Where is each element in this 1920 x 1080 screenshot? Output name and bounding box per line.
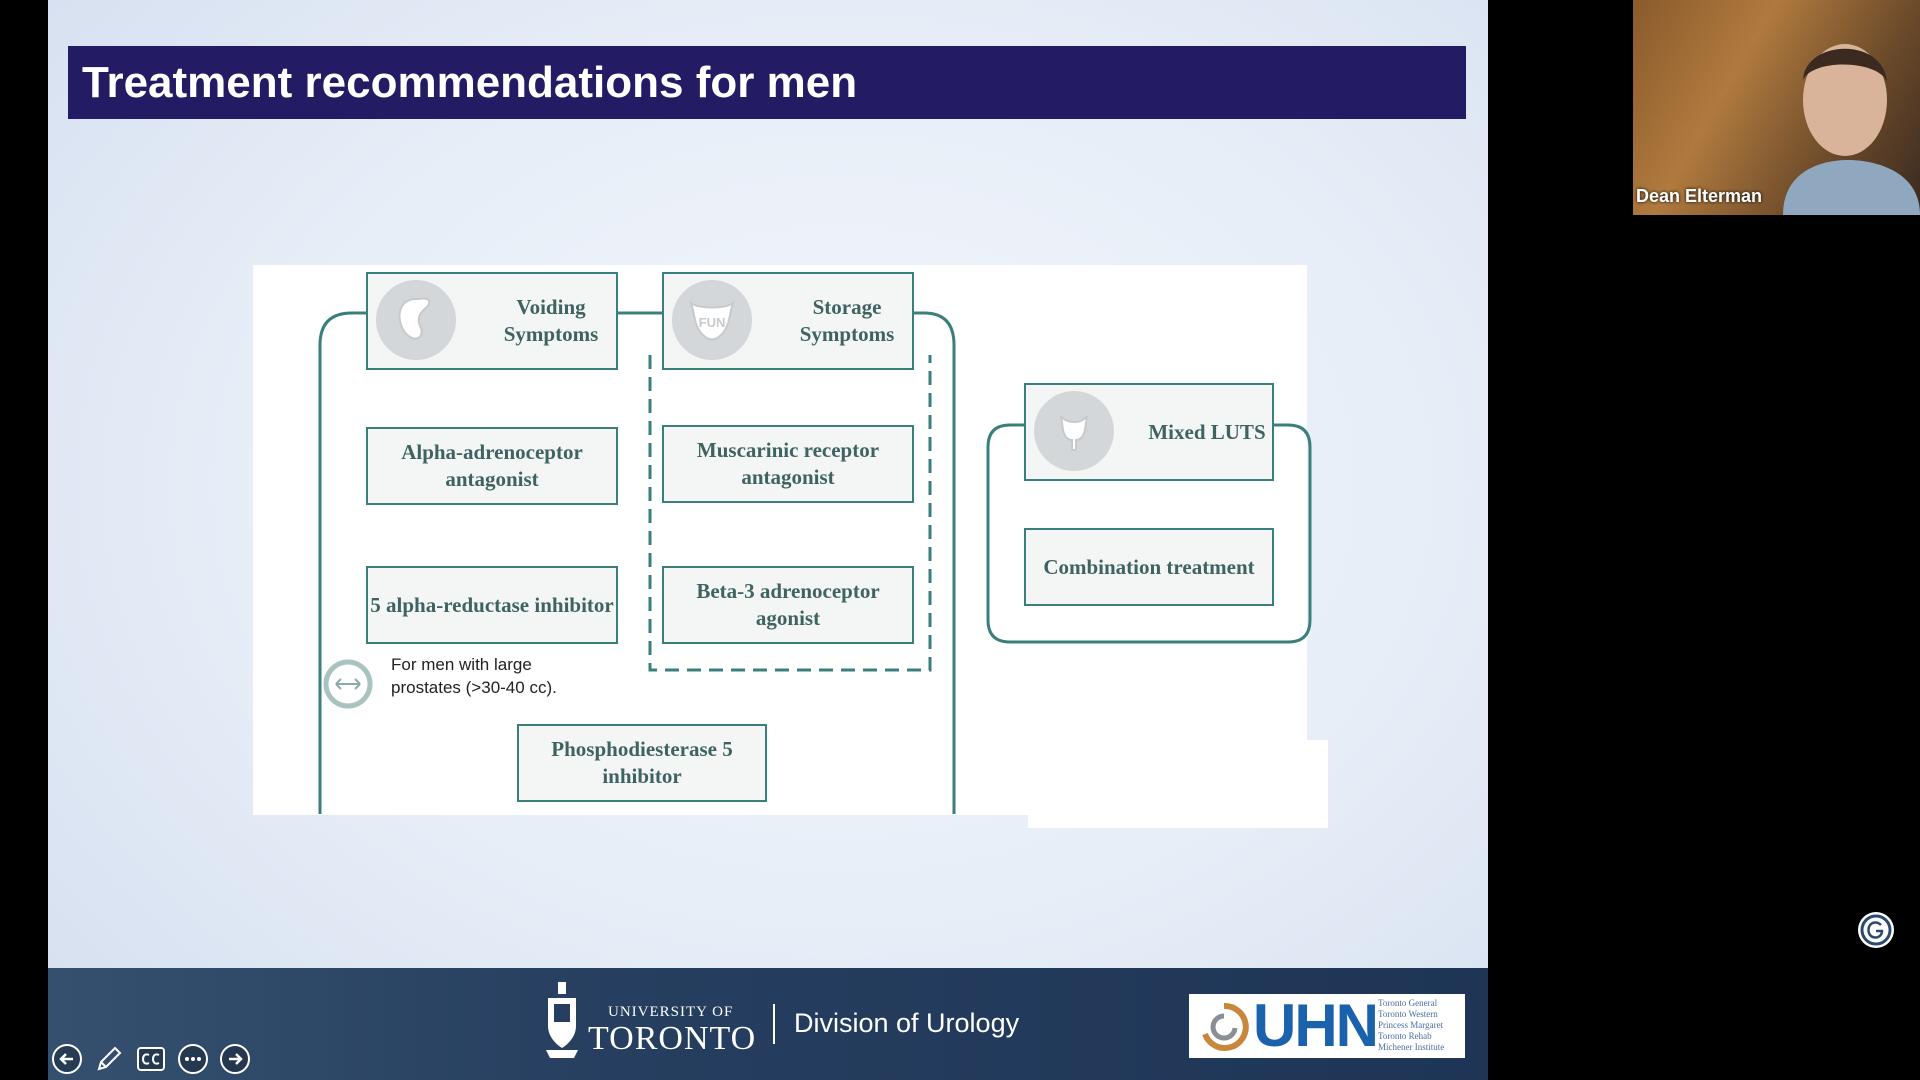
prostate-size-icon xyxy=(321,657,375,711)
uoft-crest-icon xyxy=(544,982,580,1060)
uhn-swirl-icon xyxy=(1197,1000,1251,1054)
alpha-blocker-label: Alpha-adrenoceptor antagonist xyxy=(401,440,583,491)
previous-slide-button[interactable] xyxy=(50,1042,84,1076)
cc-icon xyxy=(137,1047,165,1071)
beta3-label: Beta-3 adrenoceptor agonist xyxy=(696,579,880,630)
uhn-hospital: Michener Institute xyxy=(1378,1042,1445,1052)
storage-symptoms-box: FUN Storage Symptoms xyxy=(662,272,914,370)
muscarinic-box: Muscarinic receptor antagonist xyxy=(662,425,914,503)
slide: Treatment recommendations for men Voidin… xyxy=(48,0,1488,1080)
voiding-storage-bracket xyxy=(318,311,956,814)
arrow-right-icon xyxy=(220,1044,250,1074)
pen-tool-button[interactable] xyxy=(92,1042,126,1076)
app-g-button[interactable] xyxy=(1858,912,1894,948)
arrow-left-icon xyxy=(52,1044,82,1074)
kidney-icon xyxy=(376,280,456,360)
voiding-symptoms-label: Voiding Symptoms xyxy=(503,295,599,346)
uhn-hospital: Toronto Rehab xyxy=(1378,1031,1432,1041)
prostate-icon xyxy=(1034,391,1114,471)
mixed-luts-label: Mixed LUTS xyxy=(1148,419,1266,444)
more-options-button[interactable] xyxy=(176,1042,210,1076)
alpha-blocker-box: Alpha-adrenoceptor antagonist xyxy=(366,427,618,505)
bladder-icon-text: FUN xyxy=(699,315,726,330)
slideshow-controls xyxy=(50,1042,252,1076)
footer-divider xyxy=(773,1004,775,1044)
participant-silhouette xyxy=(1783,44,1920,215)
mixed-bracket xyxy=(986,423,1312,644)
uhn-hospital-list: Toronto General Toronto Western Princess… xyxy=(1378,998,1444,1053)
pen-icon xyxy=(97,1046,122,1071)
five-ari-box: 5 alpha-reductase inhibitor xyxy=(366,566,618,644)
slide-title: Treatment recommendations for men xyxy=(82,58,858,107)
diagram-connectors xyxy=(318,311,1312,814)
uhn-text: UHN xyxy=(1253,992,1379,1059)
uoft-small-text: UNIVERSITY OF xyxy=(608,1004,734,1020)
note-line-1: For men with large xyxy=(391,655,532,674)
uoft-big-text: TORONTO xyxy=(588,1020,757,1057)
g-circle-icon xyxy=(1860,914,1892,946)
slide-footer: UNIVERSITY OF TORONTO Division of Urolog… xyxy=(48,968,1488,1080)
combination-label: Combination treatment xyxy=(1043,554,1255,579)
title-bar: Treatment recommendations for men xyxy=(68,46,1466,119)
more-icon xyxy=(178,1044,208,1074)
combination-box: Combination treatment xyxy=(1024,528,1274,606)
pde5-label: Phosphodiesterase 5 inhibitor xyxy=(551,737,733,788)
prostate-size-note: For men with large prostates (>30-40 cc)… xyxy=(391,653,557,699)
note-line-2: prostates (>30-40 cc). xyxy=(391,678,557,697)
storage-dashed-bracket xyxy=(648,355,932,672)
storage-symptoms-label: Storage Symptoms xyxy=(799,295,895,346)
pde5-box: Phosphodiesterase 5 inhibitor xyxy=(517,724,767,802)
next-slide-button[interactable] xyxy=(218,1042,252,1076)
uhn-hospital: Toronto Western xyxy=(1378,1009,1438,1019)
diagram-background-extension xyxy=(1028,740,1328,828)
voiding-symptoms-box: Voiding Symptoms xyxy=(366,272,618,370)
division-text: Division of Urology xyxy=(794,1008,1020,1038)
uhn-logo: UHN Toronto General Toronto Western Prin… xyxy=(1189,994,1465,1058)
muscarinic-label: Muscarinic receptor antagonist xyxy=(696,438,880,489)
participant-video[interactable]: Dean Elterman xyxy=(1633,0,1920,215)
beta3-box: Beta-3 adrenoceptor agonist xyxy=(662,566,914,644)
captions-button[interactable] xyxy=(134,1042,168,1076)
five-ari-label: 5 alpha-reductase inhibitor xyxy=(370,592,614,617)
bladder-icon: FUN xyxy=(672,280,752,360)
uhn-hospital: Princess Margaret xyxy=(1378,1020,1444,1030)
participant-name: Dean Elterman xyxy=(1636,186,1763,206)
mixed-luts-box: Mixed LUTS xyxy=(1024,383,1274,481)
uhn-hospital: Toronto General xyxy=(1378,998,1438,1008)
